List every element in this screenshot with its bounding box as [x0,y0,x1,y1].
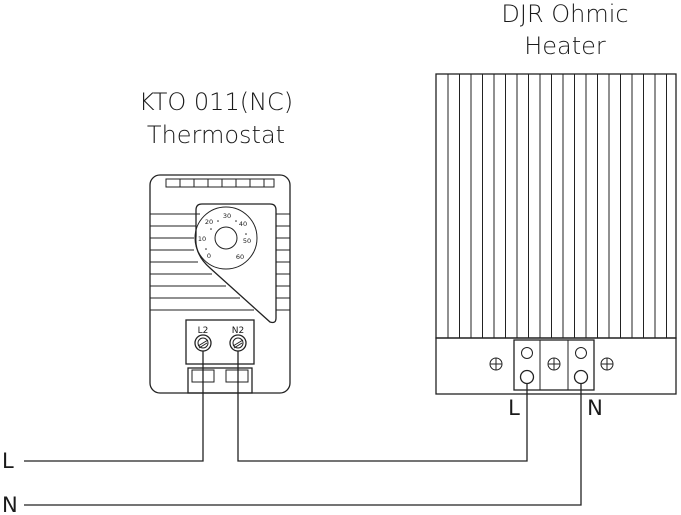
thermostat-title-line1: KTO 011(NC) [139,88,293,116]
thermostat-cable-entries [187,367,253,394]
svg-text:0: 0 [207,252,211,260]
thermostat-vents [150,213,290,311]
thermostat-top-grille [165,178,275,188]
thermostat-dial-panel [195,203,277,324]
wire-supply-L-to-thermostat [24,351,204,462]
heater-mounting-screw-left [489,357,503,371]
thermostat-terminal-block: L2 N2 [185,319,255,365]
heater: DJR Ohmic Heater L [435,0,677,420]
heater-terminal-N-screw [573,369,589,385]
thermostat: KTO 011(NC) Thermostat [139,88,293,394]
svg-text:10: 10 [198,235,206,243]
heater-terminal-N-label: N [587,396,603,420]
heater-title-line2: Heater [524,32,606,60]
wires: L N [2,351,582,515]
heater-terminal-L-label: L [508,396,520,420]
heater-title-line1: DJR Ohmic [501,0,628,28]
wire-supply-N-to-heater [24,383,582,506]
heater-terminal-block [513,339,595,391]
svg-text:60: 60 [236,253,244,261]
svg-text:40: 40 [239,220,247,228]
heater-fin-body [435,73,677,339]
heater-base-plate [435,337,677,395]
thermostat-dial: 0 10 20 30 40 50 60 [194,206,258,270]
heater-terminal-L-screw [519,369,535,385]
terminal-N2-label: N2 [232,326,244,336]
svg-text:30: 30 [223,212,231,220]
heater-mounting-screw-right [600,357,614,371]
svg-text:50: 50 [243,237,251,245]
supply-L-label: L [2,449,14,473]
wire-thermostat-to-heater-L [237,351,528,462]
terminal-L2-label: L2 [198,326,209,336]
svg-text:20: 20 [205,218,213,226]
thermostat-title-line2: Thermostat [147,121,285,149]
supply-N-label: N [2,493,18,515]
heater-fins [447,74,667,338]
